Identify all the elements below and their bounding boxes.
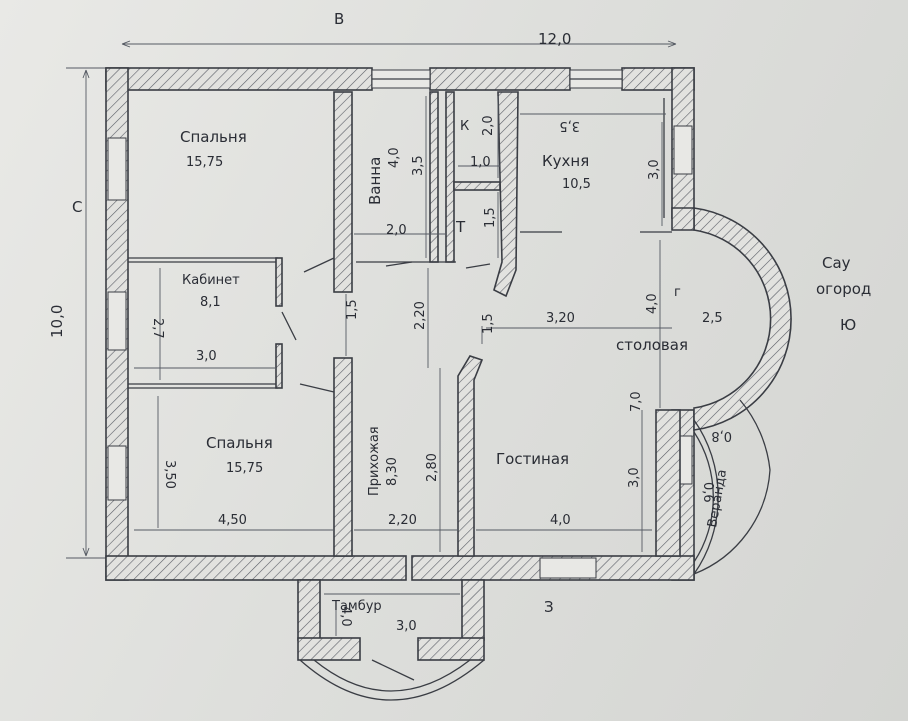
veranda (693, 399, 771, 575)
room-area-bathroom: 4,0 (387, 147, 402, 168)
dim-bed2-h: 3,50 (162, 460, 177, 489)
dim-bed2-w: 4,50 (218, 513, 247, 528)
dim-living-w: 4,0 (550, 513, 571, 528)
room-name-bedroom-top: Спальня (180, 128, 247, 146)
dim-vestibule-w: 3,0 (396, 619, 417, 634)
label-width-total: 12,0 (538, 30, 571, 48)
dim-dining-w: 3,20 (546, 311, 575, 326)
dim-corridor-3: 1,5 (481, 313, 496, 334)
room-area-hall: 8,30 (385, 457, 400, 486)
plan-labels: В 12,0 С 10,0 З Сау огород Ю Спальня 15,… (48, 10, 871, 616)
room-name-study: Кабинет (182, 273, 240, 288)
room-name-bedroom-bottom: Спальня (206, 434, 273, 452)
room-area-study: 8,1 (200, 295, 221, 310)
dim-hall-w: 2,20 (388, 513, 417, 528)
inner-dimensions (134, 96, 672, 636)
dim-k-h: 2,0 (481, 115, 496, 136)
dim-bath-h: 3,5 (411, 155, 426, 176)
overall-dimensions (66, 40, 677, 559)
dim-right-h: 7,0 (629, 391, 644, 412)
room-name-living: Гостиная (496, 450, 569, 468)
dim-living-h: 3,0 (627, 467, 642, 488)
interior-walls (128, 91, 681, 557)
dim-bay-w: 2,5 (702, 311, 723, 326)
dim-veranda-w: 0,8 (711, 428, 732, 443)
room-name-hall: Прихожая (367, 426, 382, 496)
dim-kitchen-w: 3,5 (559, 118, 580, 133)
room-name-kitchen: Кухня (542, 152, 589, 170)
dim-corridor-1: 1,5 (345, 299, 360, 320)
dim-vestibule-h: 4,0 (338, 606, 353, 627)
label-right-note-1: Сау (822, 254, 851, 272)
dim-dining-h: 4,0 (645, 293, 660, 314)
label-right-note-2: огород (816, 280, 871, 298)
label-left-side: С (72, 198, 82, 216)
room-name-bathroom: Ванна (366, 157, 384, 205)
label-height-total: 10,0 (48, 305, 66, 338)
dim-kitchen-h: 3,0 (647, 159, 662, 180)
dimension-labels: 2,0 3,5 2,0 1,0 1,5 3,5 3,0 2,7 3,0 1,5 … (150, 115, 732, 634)
dim-bath-w: 2,0 (386, 223, 407, 238)
room-name-dining: столовая (616, 336, 688, 354)
room-area-bedroom-bottom: 15,75 (226, 461, 263, 476)
dim-t-h: 1,5 (483, 207, 498, 228)
room-name-t: Т (455, 218, 466, 236)
room-name-k: К (460, 119, 469, 134)
room-name-vestibule: Тамбур (331, 599, 382, 614)
dim-study-h: 2,7 (150, 318, 165, 339)
bay-window (671, 207, 792, 431)
label-top-side: В (334, 10, 344, 28)
dim-k-w: 1,0 (470, 155, 491, 170)
label-right-note-3: Ю (840, 316, 856, 334)
vestibule (297, 579, 485, 701)
room-area-bedroom-top: 15,75 (186, 155, 223, 170)
dim-bay-r: г (674, 285, 681, 300)
label-bottom-side: З (544, 598, 554, 616)
room-area-kitchen: 10,5 (562, 177, 591, 192)
dim-veranda-h: 0,6 (700, 482, 715, 503)
dim-study-w: 3,0 (196, 349, 217, 364)
dim-corridor-2: 2,20 (413, 301, 428, 330)
dim-hall-h: 2,80 (425, 453, 440, 482)
